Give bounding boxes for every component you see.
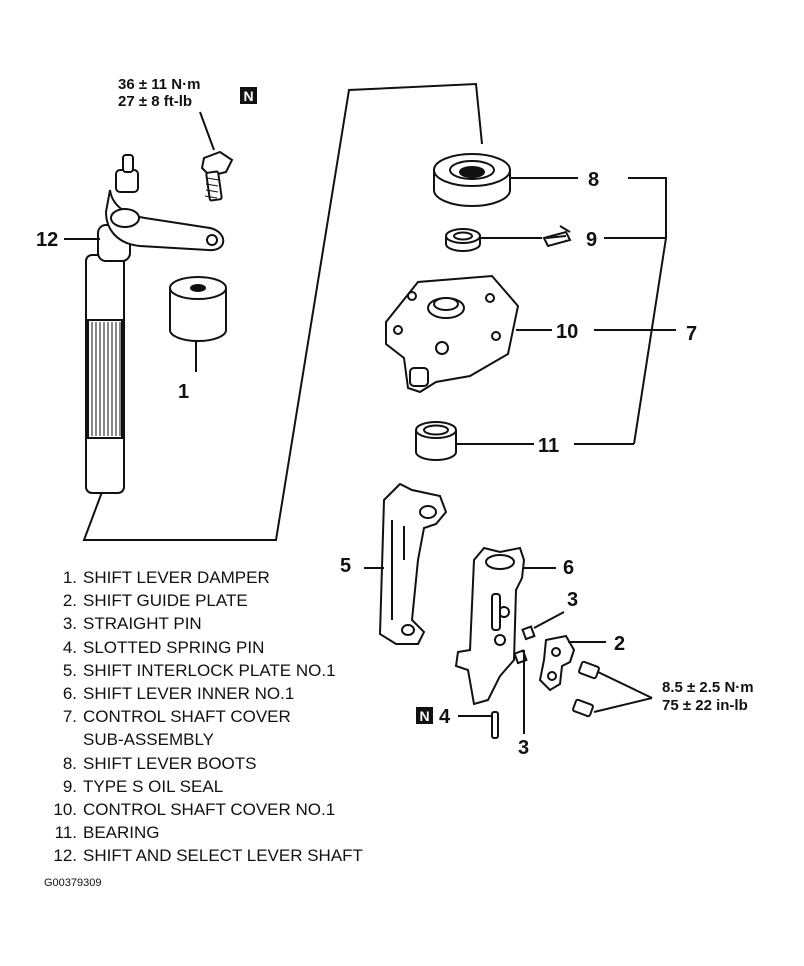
callout-3-bottom: 3: [518, 737, 529, 759]
bolt-top-part: [200, 150, 234, 202]
legend-num: 4.: [62, 637, 77, 657]
new-part-badge-pin: N: [416, 707, 433, 724]
bearing-part: [415, 421, 457, 461]
legend-text: BEARING: [83, 823, 160, 843]
legend-item: 2. SHIFT GUIDE PLATE: [40, 589, 363, 612]
callout-12: 12: [36, 229, 58, 251]
legend-text: SLOTTED SPRING PIN: [83, 637, 265, 657]
legend-text: SHIFT LEVER DAMPER: [83, 568, 270, 587]
grease-symbol-icon: [542, 225, 572, 248]
legend-item: 4. SLOTTED SPRING PIN: [40, 636, 363, 659]
legend-item: 9. TYPE S OIL SEAL: [40, 775, 363, 798]
callout-1: 1: [178, 381, 189, 403]
legend-num: 7.: [62, 707, 77, 727]
legend-item: 10. CONTROL SHAFT COVER NO.1: [40, 798, 363, 821]
callout-6: 6: [563, 557, 574, 579]
callout-3-top: 3: [567, 589, 578, 611]
torque-top-imperial: 27 ± 8 ft-lb: [118, 93, 192, 110]
torque-right-imperial: 75 ± 22 in-lb: [662, 697, 748, 714]
callout-11: 11: [538, 435, 559, 457]
legend-text: STRAIGHT PIN: [83, 614, 202, 634]
legend-text: CONTROL SHAFT COVER NO.1: [83, 800, 336, 820]
callout-9: 9: [586, 229, 597, 251]
lever-inner-part: [454, 546, 526, 706]
svg-text:N: N: [419, 708, 429, 724]
callout-2: 2: [614, 633, 625, 655]
legend-num: 8.: [62, 753, 77, 773]
spring-pin-part: [491, 711, 499, 739]
legend-text: SHIFT INTERLOCK PLATE NO.1: [83, 660, 336, 680]
legend-text: SHIFT LEVER INNER NO.1: [83, 684, 295, 704]
legend-num: 2.: [62, 591, 77, 611]
callout-5: 5: [340, 555, 351, 577]
legend-num: 5.: [62, 660, 77, 680]
legend-item: 8. SHIFT LEVER BOOTS: [40, 752, 363, 775]
legend-text: CONTROL SHAFT COVER: [83, 707, 291, 727]
guide-bolts-part: [572, 660, 600, 718]
legend-text: SHIFT AND SELECT LEVER SHAFT: [83, 846, 363, 866]
lever-damper-part: [169, 276, 227, 342]
legend-num: 1.: [62, 568, 77, 587]
callout-10: 10: [556, 321, 578, 343]
legend-text: SUB-ASSEMBLY: [83, 730, 215, 750]
torque-top-metric: 36 ± 11 N·m: [118, 76, 200, 93]
legend-text: SHIFT GUIDE PLATE: [83, 591, 248, 611]
legend-item: 5. SHIFT INTERLOCK PLATE NO.1: [40, 659, 363, 682]
lever-shaft-part: [85, 154, 225, 494]
lever-boot-part: [433, 153, 511, 207]
legend-num: 9.: [62, 776, 77, 796]
legend-item: 3. STRAIGHT PIN: [40, 612, 363, 635]
legend-num: 6.: [62, 684, 77, 704]
new-part-badge-top: N: [240, 87, 257, 104]
callout-8: 8: [588, 169, 599, 191]
figure-id: G00379309: [44, 877, 102, 889]
legend-item: 11. BEARING: [40, 821, 363, 844]
legend-num: 11.: [54, 823, 77, 843]
cover-no1-part: [385, 274, 520, 394]
legend-text: TYPE S OIL SEAL: [83, 776, 224, 796]
callout-7: 7: [686, 323, 697, 345]
interlock-plate-part: [378, 482, 448, 645]
legend-item: 1. SHIFT LEVER DAMPER: [40, 566, 363, 589]
legend-item: 12. SHIFT AND SELECT LEVER SHAFT: [40, 844, 363, 867]
legend-item: SUB-ASSEMBLY: [40, 728, 363, 751]
svg-text:N: N: [243, 88, 253, 104]
legend-num: 3.: [62, 614, 77, 634]
legend-num: 10.: [53, 800, 77, 820]
parts-legend: 1. SHIFT LEVER DAMPER 2. SHIFT GUIDE PLATE…: [40, 566, 363, 868]
legend-text: SHIFT LEVER BOOTS: [83, 753, 257, 773]
legend-item: 7. CONTROL SHAFT COVER: [40, 705, 363, 728]
torque-right-metric: 8.5 ± 2.5 N·m: [662, 679, 754, 696]
assembly-outline: [82, 82, 483, 541]
legend-num: [40, 728, 77, 751]
legend-item: 6. SHIFT LEVER INNER NO.1: [40, 682, 363, 705]
leader-lines: [64, 111, 676, 734]
legend-num: 12.: [53, 846, 77, 866]
guide-plate-part: [538, 634, 576, 692]
oil-seal-part: [445, 228, 481, 252]
callout-4: 4: [439, 706, 451, 728]
